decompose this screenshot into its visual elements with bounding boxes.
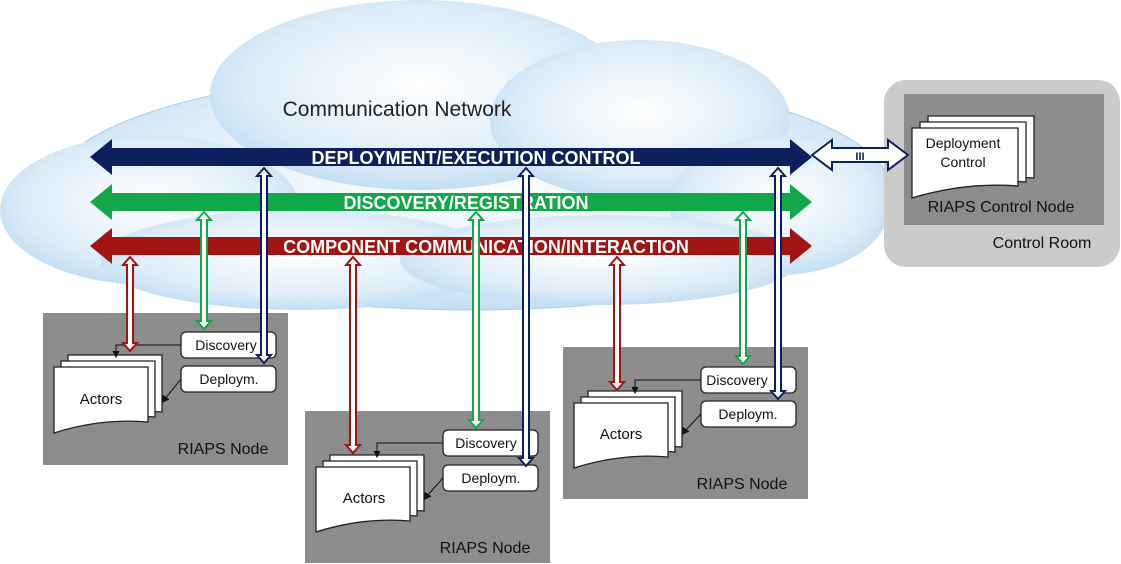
bus-deployment-label: DEPLOYMENT/EXECUTION CONTROL: [311, 148, 640, 168]
bus-overlay: [112, 148, 790, 166]
node-2-deployment-label: Deploym.: [461, 470, 520, 486]
node-2-actors-stack: [315, 454, 425, 533]
bus-component-label: COMPONENT COMMUNICATION/INTERACTION: [283, 237, 689, 257]
bus-component-communication: [90, 228, 812, 264]
node-2-discovery-label: Discovery: [455, 435, 516, 451]
node-1-label: RIAPS Node: [178, 441, 269, 458]
control-link-label: III: [855, 151, 864, 163]
node-1-actors-label: Actors: [80, 391, 123, 408]
node-3-discovery-label: Discovery: [706, 372, 767, 388]
node-2-component-link: [343, 255, 363, 455]
node-1-deployment-link: [254, 166, 274, 365]
node-3-deployment-link: [768, 166, 788, 401]
node-1-actors-stack: [53, 354, 163, 434]
control-link-arrow: [810, 138, 910, 172]
node-3-internal-links: [631, 379, 702, 435]
node-1-discovery-link: [194, 210, 214, 331]
node-2-discovery-link: [466, 210, 486, 430]
node-2-deployment-link: [516, 166, 536, 468]
node-3-actors-label: Actors: [600, 426, 643, 443]
node-1-component-link: [120, 255, 140, 353]
node-3-label: RIAPS Node: [697, 476, 788, 493]
node-2-internal-links: [373, 442, 444, 500]
node-1-internal-links: [112, 344, 182, 403]
control-node-label: RIAPS Control Node: [928, 199, 1075, 216]
node-3-discovery-link: [733, 210, 753, 366]
deployment-control-label-line1: Deployment: [926, 135, 1001, 151]
node-3-deployment-label: Deploym.: [718, 406, 777, 422]
node-2-actors-label: Actors: [343, 490, 386, 507]
control-room-label: Control Room: [993, 235, 1092, 252]
network-title: Communication Network: [283, 98, 512, 121]
bus-discovery-label: DISCOVERY/REGISTRATION: [343, 193, 588, 213]
node-3-component-link: [607, 255, 627, 392]
deployment-control-label-line2: Control: [940, 154, 985, 170]
node-1-discovery-label: Discovery: [195, 337, 256, 353]
deployment-control-stack: [911, 115, 1035, 199]
bus-deployment-execution-control: [90, 139, 812, 175]
node-2-label: RIAPS Node: [440, 540, 531, 557]
node-1-deployment-label: Deploym.: [199, 371, 258, 387]
node-3-actors-stack: [573, 390, 683, 469]
bus-discovery-registration: [90, 184, 812, 220]
